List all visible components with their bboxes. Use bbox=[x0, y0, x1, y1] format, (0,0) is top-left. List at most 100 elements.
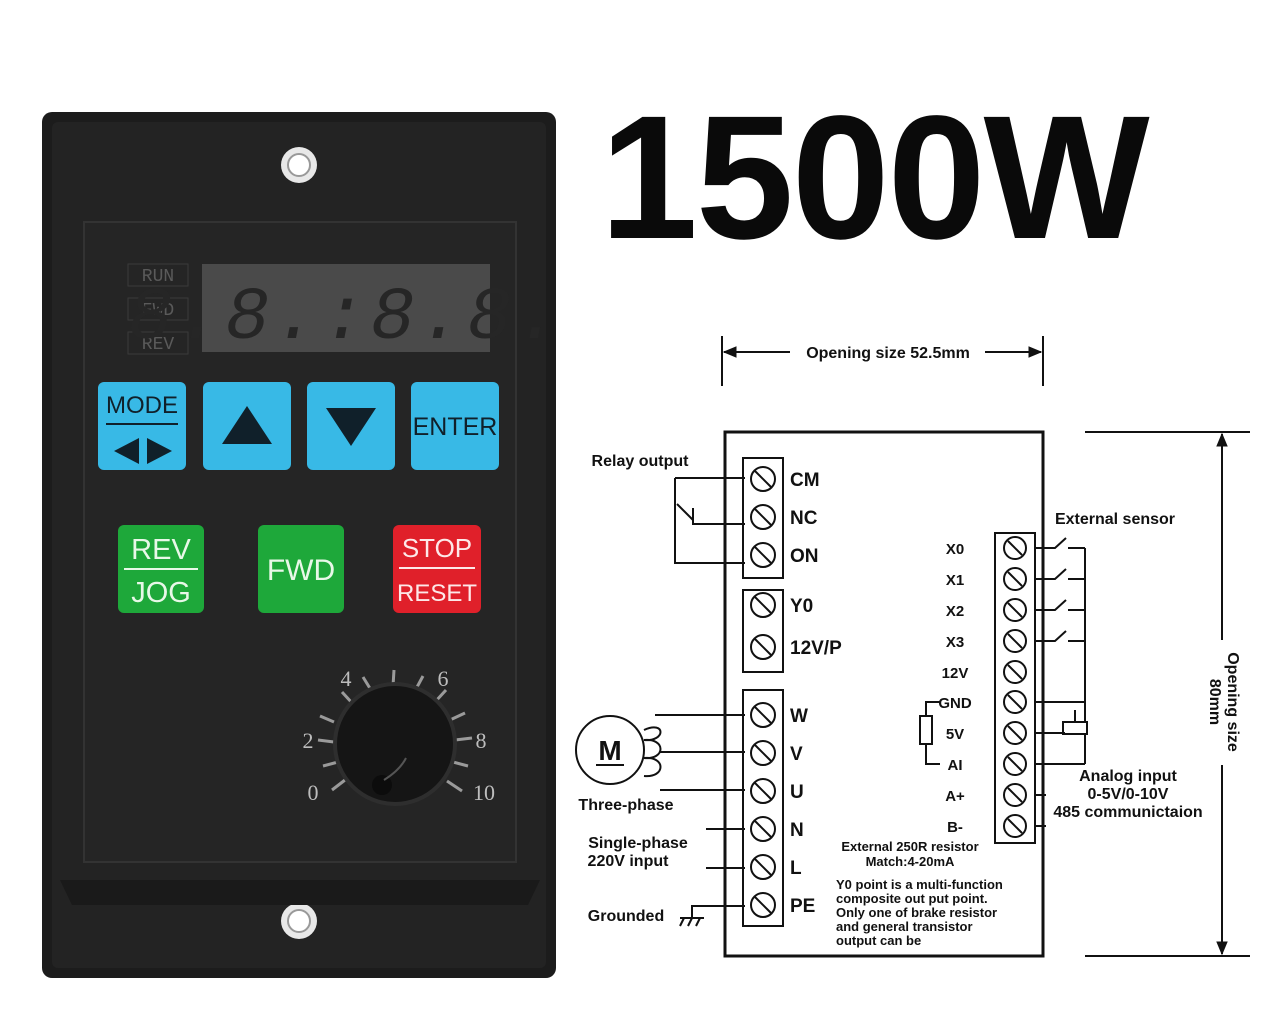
terminal-screw-slot bbox=[754, 546, 772, 564]
dim-arrow-top bbox=[1216, 432, 1228, 447]
dim-arrow-left bbox=[722, 346, 737, 358]
resistor-note-1: External 250R resistor bbox=[841, 839, 978, 854]
stop-label: STOP bbox=[402, 533, 472, 563]
input-voltage-label: 220V input bbox=[588, 853, 670, 870]
grounded-label: Grounded bbox=[588, 908, 664, 925]
terminal-screw-slot bbox=[1007, 571, 1023, 587]
ground-icon bbox=[679, 905, 745, 927]
mode-label: MODE bbox=[106, 392, 178, 419]
enter-label: ENTER bbox=[413, 413, 498, 441]
enter-key[interactable] bbox=[411, 382, 499, 470]
indicator-frame bbox=[127, 331, 189, 355]
terminal-label-right: X3 bbox=[946, 634, 964, 651]
potentiometer-symbol bbox=[1035, 702, 1088, 765]
down-button[interactable] bbox=[307, 382, 395, 470]
terminal-label-right: B- bbox=[947, 819, 963, 836]
dim-arrow-right bbox=[1028, 346, 1043, 358]
terminal-screw-slot bbox=[754, 782, 772, 800]
dial-tick-4: 4 bbox=[341, 666, 352, 691]
stop-reset-button[interactable]: STOP RESET bbox=[393, 525, 481, 613]
enter-button[interactable]: ENTER bbox=[411, 382, 499, 470]
terminal-screw-slot bbox=[1007, 540, 1023, 556]
reset-label: RESET bbox=[397, 580, 477, 607]
terminal-screw-slot bbox=[1007, 602, 1023, 618]
jog-label: JOG bbox=[131, 577, 191, 609]
terminal-screw-slot bbox=[1007, 725, 1023, 741]
relay-output-label: Relay output bbox=[592, 453, 690, 470]
dial-tick-2: 2 bbox=[303, 728, 314, 753]
terminal-label-left: CM bbox=[790, 470, 820, 491]
terminal-label-right: 5V bbox=[946, 726, 964, 743]
terminal-label-left: Y0 bbox=[790, 596, 813, 617]
terminal-label-left: NC bbox=[790, 508, 818, 529]
terminal-screw-slot bbox=[1007, 664, 1023, 680]
y0-note-2: composite out put point. bbox=[836, 891, 988, 906]
fwd-button[interactable]: FWD bbox=[258, 525, 344, 613]
dim-arrow-bottom bbox=[1216, 941, 1228, 956]
terminal-label-left: U bbox=[790, 782, 804, 803]
terminal-label-right: X0 bbox=[946, 541, 964, 558]
terminal-screw-slot bbox=[754, 596, 772, 614]
terminal-label-left: PE bbox=[790, 896, 815, 917]
down-arrow-icon bbox=[326, 408, 376, 446]
drive-outline bbox=[723, 430, 1045, 958]
knob-pointer bbox=[372, 775, 392, 795]
mount-hole-inner bbox=[287, 909, 311, 933]
dial-tick-8: 8 bbox=[476, 728, 487, 753]
terminal-screw-slot bbox=[754, 744, 772, 762]
terminal-screw-slot bbox=[754, 638, 772, 656]
dial-tick-10: 10 bbox=[473, 780, 495, 805]
terminal-label-left: W bbox=[790, 706, 808, 727]
y0-note-3: Only one of brake resistor bbox=[836, 905, 997, 920]
speed-knob[interactable]: 0 2 4 6 8 10 bbox=[303, 666, 496, 806]
knob-icon[interactable] bbox=[333, 682, 457, 806]
terminal-screw-slot bbox=[754, 820, 772, 838]
analog-range-label: 0-5V/0-10V bbox=[1088, 786, 1169, 803]
terminal-block-power bbox=[742, 689, 784, 927]
mode-button[interactable]: MODE bbox=[98, 382, 186, 470]
terminal-label-left: L bbox=[790, 858, 802, 879]
terminal-screw-slot bbox=[1007, 787, 1023, 803]
relay-wire-nc bbox=[692, 508, 745, 525]
fwd-label: FWD bbox=[267, 554, 335, 587]
rev-jog-button[interactable]: REV JOG bbox=[118, 525, 204, 613]
sensor-switches bbox=[1035, 537, 1086, 703]
opening-height-label: Opening size bbox=[1224, 652, 1241, 752]
indicator-fwd: FWD bbox=[142, 301, 174, 321]
dial-tick-0: 0 bbox=[308, 780, 319, 805]
y0-note-4: and general transistor bbox=[836, 919, 973, 934]
left-right-arrow-icon bbox=[114, 438, 172, 464]
indicator-frame bbox=[127, 297, 189, 321]
mount-hole-inner bbox=[287, 153, 311, 177]
opening-height-value: 80mm bbox=[1206, 679, 1223, 725]
fwd-key[interactable] bbox=[258, 525, 344, 613]
three-phase-label: Three-phase bbox=[578, 797, 673, 814]
terminal-label-right: X2 bbox=[946, 603, 964, 620]
y0-note-5: output can be bbox=[836, 933, 921, 948]
terminal-screw-slot bbox=[1007, 633, 1023, 649]
terminal-label-left: ON bbox=[790, 546, 819, 567]
wiring-diagram: Opening size 52.5mm Opening size 80mm CM… bbox=[575, 336, 1250, 958]
resistor-note-2: Match:4-20mA bbox=[866, 854, 955, 869]
control-panel: RUN FWD REV 8.8.:8.8. MODE bbox=[42, 112, 564, 978]
up-button[interactable] bbox=[203, 382, 291, 470]
opening-width-label: Opening size 52.5mm bbox=[806, 345, 970, 362]
terminal-screw-slot bbox=[754, 508, 772, 526]
led-digits: 8.8.:8.8. bbox=[128, 277, 564, 361]
terminal-screw-slot bbox=[1007, 694, 1023, 710]
terminal-label-right: X1 bbox=[946, 572, 964, 589]
motor-label: M bbox=[598, 735, 621, 766]
terminal-label-right: AI bbox=[948, 757, 963, 774]
terminal-screw-slot bbox=[754, 896, 772, 914]
terminal-label-right: A+ bbox=[945, 788, 965, 805]
terminal-screw-slot bbox=[1007, 818, 1023, 834]
single-phase-label: Single-phase bbox=[588, 835, 688, 852]
motor-symbol: M bbox=[575, 714, 745, 791]
terminal-screw-slot bbox=[754, 470, 772, 488]
terminal-label-left: V bbox=[790, 744, 803, 765]
knob-highlight bbox=[383, 757, 407, 781]
indicator-frame bbox=[127, 263, 189, 287]
terminal-block-relay bbox=[742, 457, 784, 579]
rs485-label: 485 communictaion bbox=[1053, 804, 1202, 821]
